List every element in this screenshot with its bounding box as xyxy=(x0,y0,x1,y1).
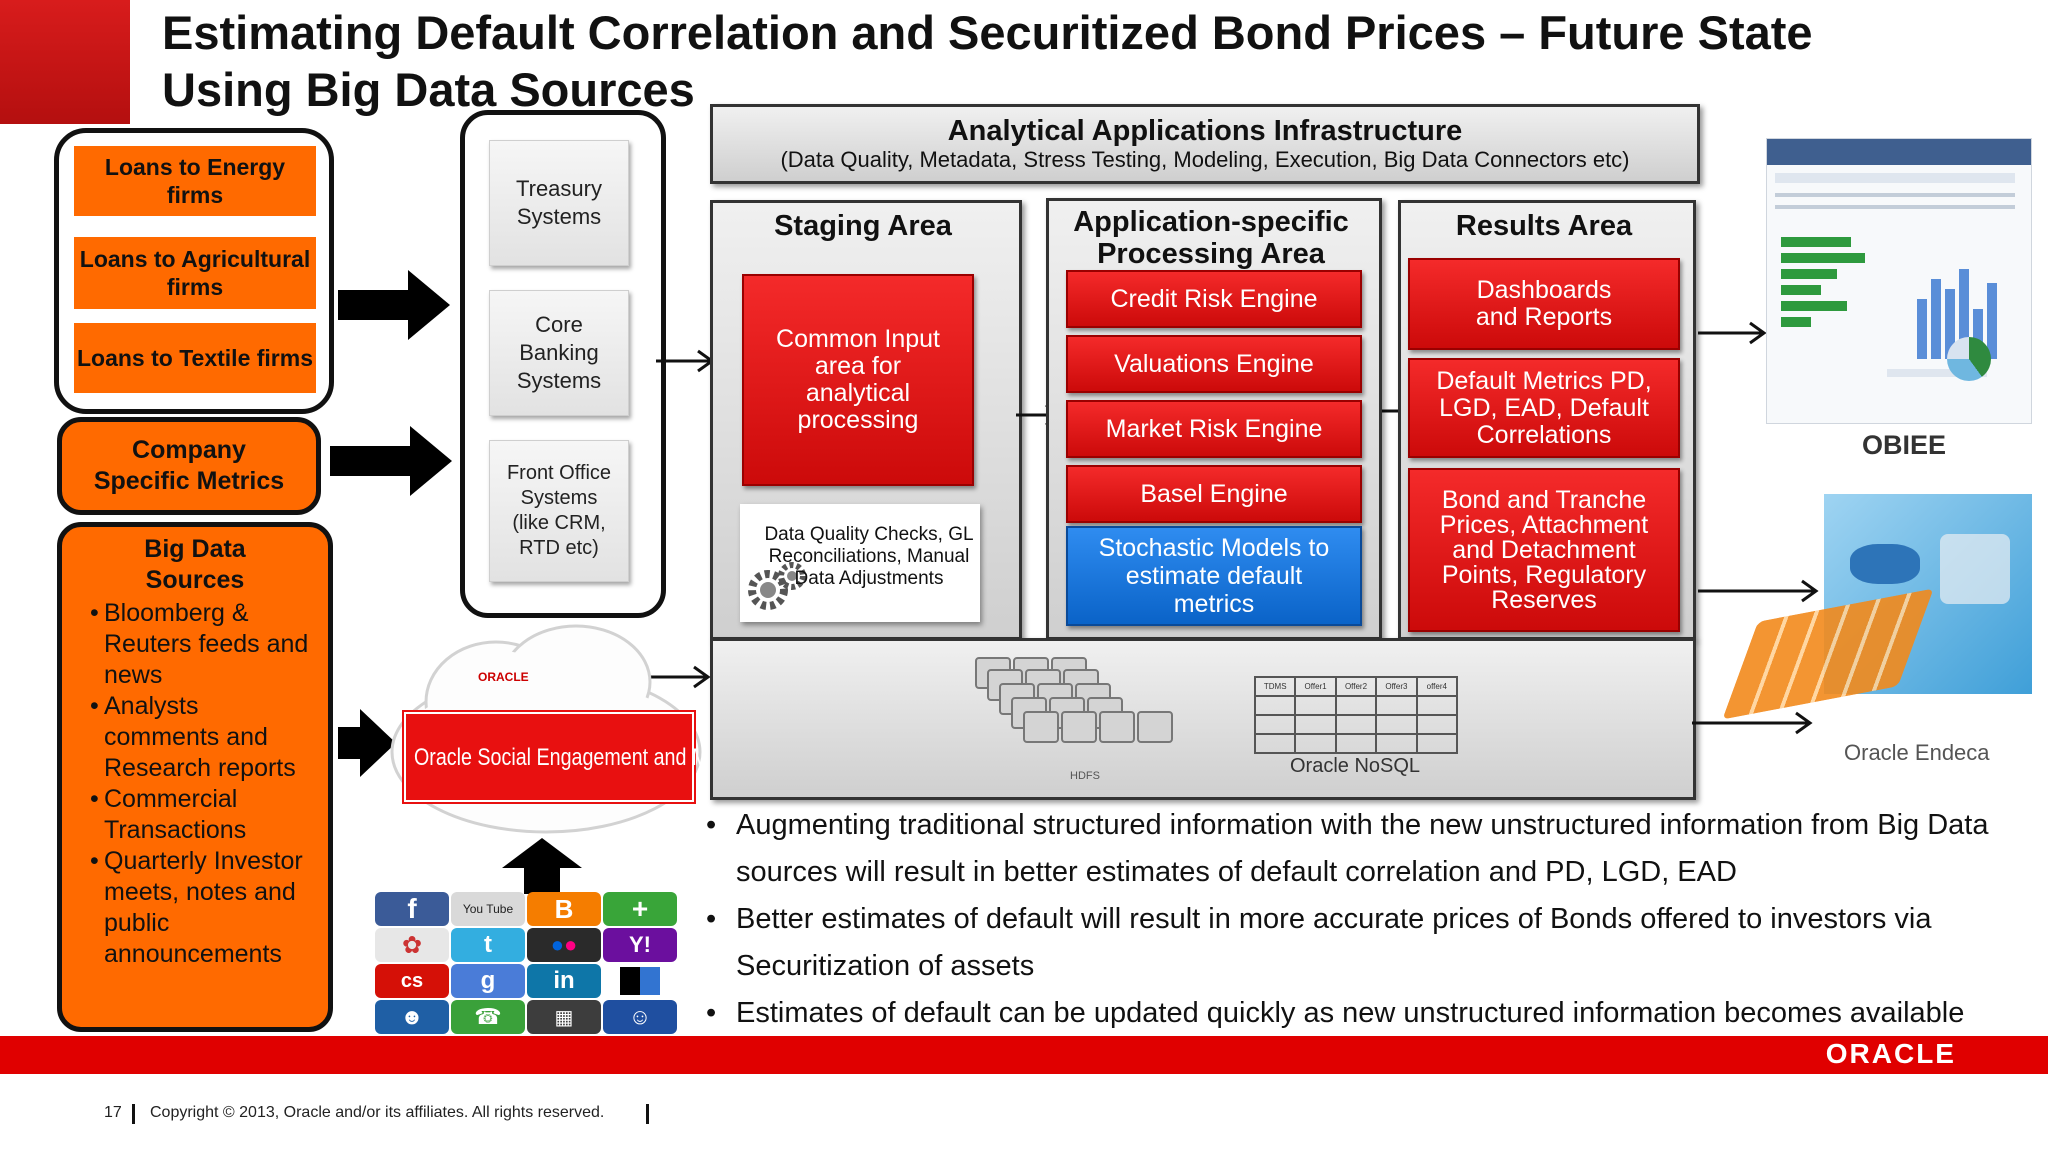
big-data-list: Bloomberg & Reuters feeds and news Analy… xyxy=(74,598,314,970)
results-area-title: Results Area xyxy=(1455,210,1633,242)
lastfm-icon: cs xyxy=(375,964,449,998)
copyright-text: Copyright © 2013, Oracle and/or its affi… xyxy=(150,1104,605,1121)
loans-textile-box: Loans to Textile firms xyxy=(74,323,316,393)
plus-icon: + xyxy=(603,892,677,926)
valuations-engine: Valuations Engine xyxy=(1066,335,1362,393)
market-risk-engine: Market Risk Engine xyxy=(1066,400,1362,458)
title-line-1: Estimating Default Correlation and Secur… xyxy=(162,6,1813,59)
arrow-to-endeca-2 xyxy=(1692,711,1813,735)
arrow-cloud-to-store xyxy=(648,665,711,689)
meetup-icon: ☺ xyxy=(603,1000,677,1034)
digg-icon: ▦ xyxy=(527,1000,601,1034)
summary-bullets: Augmenting traditional structured inform… xyxy=(706,802,2026,1037)
blogger-icon: B xyxy=(527,892,601,926)
nosql-header: Offer1 xyxy=(1296,678,1337,697)
obiee-dashboard-image xyxy=(1766,138,2032,424)
nosql-header: Offer3 xyxy=(1377,678,1418,697)
basel-engine: Basel Engine xyxy=(1066,465,1362,523)
list-item: Bloomberg & Reuters feeds and news xyxy=(74,598,314,691)
delicious-icon xyxy=(603,964,677,998)
big-data-store-panel xyxy=(710,638,1696,800)
dashboards-reports-box: Dashboards and Reports xyxy=(1408,258,1680,350)
infrastructure-title: Analytical Applications Infrastructure xyxy=(947,115,1463,147)
processing-area-title: Application-specific Processing Area xyxy=(1073,206,1349,270)
arrow-social-to-cloud xyxy=(502,838,582,894)
page-number: 17 xyxy=(104,1104,122,1121)
signal-banner: Oracle Social Engagement and Monitoring … xyxy=(404,712,977,802)
nosql-header: TDMS xyxy=(1256,678,1297,697)
list-item: Commercial Transactions xyxy=(74,784,314,846)
chat-icon: ☎ xyxy=(451,1000,525,1034)
social-media-icons: f You Tube B + ✿ t ●● Y! cs g in ☻ ☎ ▦ ☺ xyxy=(375,892,681,1036)
infrastructure-subtitle: (Data Quality, Metadata, Stress Testing,… xyxy=(780,147,1630,172)
red-header-tab xyxy=(0,0,130,124)
footer-separator xyxy=(646,1104,649,1124)
loans-agricultural-box: Loans to Agricultural firms xyxy=(74,237,316,309)
slide-title: Estimating Default Correlation and Secur… xyxy=(162,4,2022,118)
arrow-to-obiee xyxy=(1698,321,1767,345)
flickr-icon: ●● xyxy=(527,928,601,962)
footer-red-bar xyxy=(0,1036,2048,1074)
nosql-header: Offer2 xyxy=(1336,678,1378,697)
arrow-loans-to-systems xyxy=(338,270,450,340)
loans-energy-box: Loans to Energy firms xyxy=(74,146,316,216)
oracle-logo: ORACLE xyxy=(1825,1038,1956,1069)
nosql-table: TDMS Offer1 Offer2 Offer3 offer4 xyxy=(1254,676,1458,754)
front-office-card: Front Office Systems (like CRM, RTD etc) xyxy=(489,440,629,582)
cloud-oracle-logo: ORACLE xyxy=(478,670,529,684)
big-data-title: Big Data Sources xyxy=(144,535,246,594)
picasa-icon: ✿ xyxy=(375,928,449,962)
endeca-label: Oracle Endeca xyxy=(1844,740,1990,765)
hdfs-label: HDFS xyxy=(1070,770,1100,782)
title-line-2: Using Big Data Sources xyxy=(162,63,695,116)
dq-checks-card: Data Quality Checks, GL Reconciliations,… xyxy=(740,504,980,622)
default-metrics-box: Default Metrics PD, LGD, EAD, Default Co… xyxy=(1408,358,1680,458)
credit-risk-engine: Credit Risk Engine xyxy=(1066,270,1362,328)
nosql-label: Oracle NoSQL xyxy=(1290,755,1421,777)
dq-checks-text: Data Quality Checks, GL Reconciliations,… xyxy=(764,524,974,589)
hdfs-icon xyxy=(975,657,1173,743)
arrow-bigdata-to-cloud xyxy=(338,709,396,777)
bond-tranche-box: Bond and Tranche Prices, Attachment and … xyxy=(1408,468,1680,632)
obiee-label: OBIEE xyxy=(1862,430,1947,460)
footer-separator xyxy=(132,1104,135,1124)
staging-area-title: Staging Area xyxy=(774,210,952,242)
company-metrics-box: Company Specific Metrics xyxy=(57,417,321,515)
arrow-to-endeca-1 xyxy=(1698,579,1819,603)
common-input-box: Common Input area for analytical process… xyxy=(742,274,974,486)
list-item: Better estimates of default will result … xyxy=(706,896,2026,990)
list-item: Estimates of default can be updated quic… xyxy=(706,990,2026,1037)
twitter-icon: t xyxy=(451,928,525,962)
infrastructure-header: Analytical Applications Infrastructure (… xyxy=(710,104,1700,184)
arrow-systems-to-staging xyxy=(656,349,715,373)
arrow-metrics-to-systems xyxy=(330,426,452,496)
nosql-header: offer4 xyxy=(1417,678,1458,697)
treasury-systems-card: Treasury Systems xyxy=(489,140,629,266)
big-data-sources-box: Big Data Sources Bloomberg & Reuters fee… xyxy=(57,522,333,1032)
list-item: Augmenting traditional structured inform… xyxy=(706,802,2026,896)
list-item: Quarterly Investor meets, notes and publ… xyxy=(74,846,314,970)
core-banking-card: Core Banking Systems xyxy=(489,290,629,416)
linkedin-icon: in xyxy=(527,964,601,998)
yahoo-icon: Y! xyxy=(603,928,677,962)
youtube-icon: You Tube xyxy=(451,892,525,926)
stochastic-models-box: Stochastic Models to estimate default me… xyxy=(1066,526,1362,626)
google-icon: g xyxy=(451,964,525,998)
facebook-icon: f xyxy=(375,892,449,926)
gears-icon xyxy=(748,562,806,610)
list-item: Analysts comments and Research reports xyxy=(74,691,314,784)
endeca-image xyxy=(1722,494,2036,740)
myspace-icon: ☻ xyxy=(375,1000,449,1034)
